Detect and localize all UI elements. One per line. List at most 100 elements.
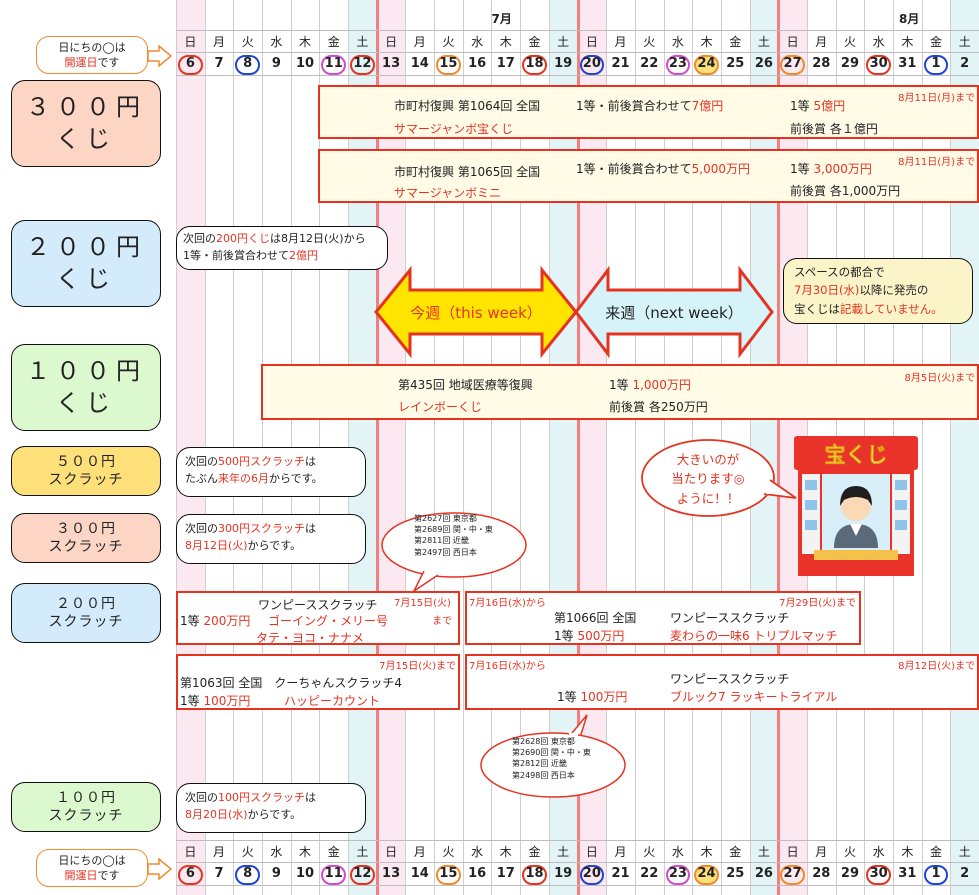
- end-date: 7月15日(火)まで: [379, 661, 456, 672]
- day-of-week: 月: [614, 35, 627, 49]
- booth-sign: 宝くじ: [824, 443, 888, 468]
- day-of-week: 日: [786, 845, 799, 859]
- legend-line1: 日にちの◯は: [58, 41, 126, 54]
- day-of-week: 木: [700, 845, 713, 859]
- day-number: 8: [243, 56, 253, 71]
- day-number: 23: [668, 56, 687, 71]
- day-number: 6: [185, 56, 195, 71]
- day-of-week: 木: [299, 845, 312, 859]
- lottery-summer-jumbo[interactable]: 市町村復興 第1064回 全国 1等・前後賞合わせて7億円 サマージャンボ宝くじ…: [318, 85, 979, 139]
- note-text: は: [305, 455, 316, 468]
- start-date: 7月16日(水)から: [469, 661, 546, 672]
- kaiun-day-marker: [235, 865, 261, 885]
- kaiun-day-marker: [436, 865, 461, 885]
- note-highlight: 8月20日(水): [185, 808, 248, 822]
- scratch-onepiece-brook[interactable]: 7月16日(水)から 8月12日(火)まで ワンピーススクラッチ 1等 100万…: [465, 654, 979, 710]
- month-label: 7月: [491, 12, 512, 26]
- day-of-week: 水: [270, 35, 283, 49]
- callout-text-1: 第2627回 東京都 第2689回 関・中・東 第2811回 近畿 第2497回…: [414, 513, 493, 558]
- day-of-week: 月: [213, 845, 226, 859]
- day-number: 19: [554, 56, 573, 71]
- first-prize-label: 1等: [790, 162, 810, 176]
- day-number: 28: [812, 866, 831, 881]
- end-date: 7月15日(火): [394, 598, 451, 609]
- day-of-week: 金: [528, 845, 541, 859]
- scratch-issue: 第1066回 全国: [554, 611, 637, 625]
- scratch-onepiece-going-merry[interactable]: ワンピーススクラッチ 1等 200万円 ゴーイング・メリー号 タテ・ヨコ・ナナメ…: [176, 591, 460, 645]
- day-of-week: 水: [872, 845, 885, 859]
- day-number: 29: [840, 56, 859, 71]
- day-number: 8: [243, 866, 253, 881]
- booth-icon: [794, 436, 918, 576]
- lottery-rainbow-kuji[interactable]: 第435回 地域医療等復興 レインボーくじ 1等 1,000万円 前後賞 各25…: [261, 364, 979, 420]
- day-number: 17: [496, 56, 515, 71]
- scratch-subname: タテ・ヨコ・ナナメ: [256, 631, 365, 645]
- first-prize-value: 100万円: [203, 694, 251, 708]
- end-date: 8月5日(火)まで: [904, 373, 975, 384]
- scratch-kuuchan-4[interactable]: 7月15日(火)まで 第1063回 全国 クーちゃんスクラッチ4 1等 100万…: [176, 654, 460, 710]
- lottery-summer-jumbo-mini[interactable]: 市町村復興 第1065回 全国 1等・前後賞合わせて5,000万円 サマージャン…: [318, 149, 979, 203]
- day-number: 18: [525, 56, 544, 71]
- day-of-week: 金: [930, 845, 943, 859]
- scratch-name: ハッピーカウント: [284, 694, 381, 708]
- scratch-issue: 第1063回 全国 クーちゃんスクラッチ4: [180, 676, 402, 690]
- day-of-week: 日: [585, 35, 598, 49]
- day-number: 20: [582, 56, 601, 71]
- day-column: [921, 0, 951, 895]
- day-number: 24: [697, 56, 716, 71]
- week-separator: [576, 0, 580, 895]
- first-prize-label: 1等: [554, 629, 574, 643]
- arrow-right-icon: [147, 45, 173, 67]
- legend-top: 日にちの◯は 開運日です: [36, 36, 148, 74]
- end-date: 8月11日(月)まで: [898, 93, 975, 104]
- header-divider: [176, 75, 979, 76]
- kaiun-day-marker: [780, 865, 805, 885]
- callout-line: 第2628回 東京都: [512, 737, 575, 746]
- day-number: 30: [869, 56, 888, 71]
- end-date: 8月12日(火)まで: [898, 661, 975, 672]
- category-type: スクラッチ: [48, 808, 124, 824]
- day-of-week: 木: [901, 845, 914, 859]
- legend-desu: です: [97, 869, 120, 883]
- kaiun-day-marker: [665, 55, 691, 75]
- lottery-name: レインボーくじ: [398, 400, 483, 414]
- note-highlight: 200円くじ: [216, 232, 270, 245]
- note-highlight: 7月30日(水): [794, 283, 860, 298]
- day-of-week: 火: [643, 35, 656, 49]
- category-type: くじ: [56, 388, 116, 417]
- day-of-week: 土: [757, 35, 770, 49]
- day-of-week: 水: [471, 35, 484, 49]
- scratch-name: ブルック7 ラッキートライアル: [670, 690, 838, 704]
- first-prize-value: 5億円: [813, 99, 846, 113]
- note-text: 次回の: [185, 522, 218, 535]
- scratch-name: ゴーイング・メリー号: [268, 614, 389, 628]
- day-number: 20: [582, 866, 601, 881]
- scratch-onepiece-mugiwara[interactable]: 7月16日(水)から 7月29日(火)まで 第1066回 全国 ワンピーススクラ…: [465, 591, 861, 645]
- day-column: [462, 0, 492, 895]
- day-number: 26: [754, 866, 773, 881]
- category-500yen-scratch: ５００円 スクラッチ: [11, 446, 161, 496]
- first-prize-label: 1等: [557, 690, 577, 704]
- day-of-week: 火: [241, 35, 254, 49]
- footer-divider: [176, 885, 979, 886]
- day-column: [434, 0, 463, 895]
- kaiun-day-marker: [866, 865, 891, 885]
- day-of-week: 木: [299, 35, 312, 49]
- kaiun-day-marker: [923, 55, 949, 75]
- day-of-week: 月: [815, 845, 828, 859]
- day-number: 9: [271, 866, 281, 881]
- category-price: ２００円: [26, 233, 146, 262]
- day-of-week: 日: [385, 35, 398, 49]
- day-of-week: 月: [413, 845, 426, 859]
- category-100yen-scratch: １００円 スクラッチ: [11, 782, 161, 832]
- day-number: 27: [783, 56, 802, 71]
- day-number: 15: [439, 866, 458, 881]
- note-highlight: 8月12日(火): [185, 539, 248, 553]
- day-of-week: 水: [671, 35, 684, 49]
- day-of-week: 火: [843, 35, 856, 49]
- note-highlight: 500円スクラッチ: [218, 455, 305, 468]
- note-next-300yen-scratch: 次回の300円スクラッチは 8月12日(火)からです。: [176, 514, 366, 564]
- bubble-line: 大きいのが: [676, 452, 740, 467]
- kaiun-day-marker: [665, 865, 691, 885]
- header-divider: [176, 52, 979, 53]
